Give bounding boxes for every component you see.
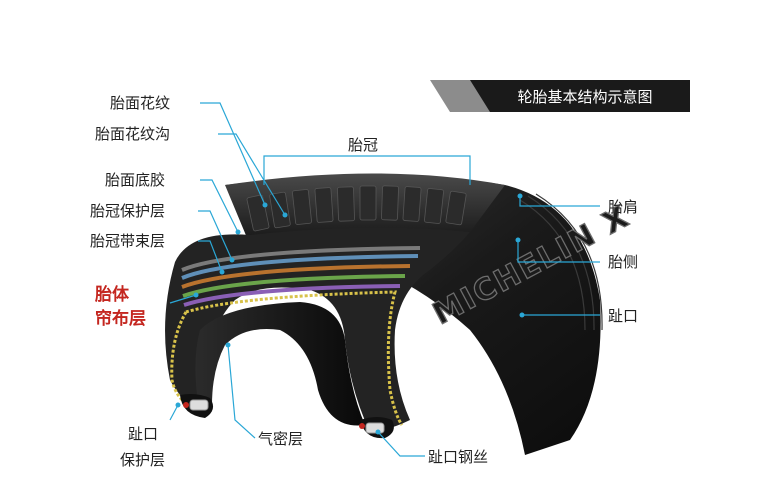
label-crown: 胎冠 [348, 136, 378, 154]
label-bead-protector-line2: 保护层 [120, 451, 165, 469]
label-carcass-line1: 胎体 [95, 284, 130, 305]
title-banner: 轮胎基本结构示意图 [430, 80, 690, 112]
bead-right [359, 417, 394, 439]
label-shoulder: 胎肩 [608, 198, 638, 216]
label-bead: 趾口 [608, 307, 638, 325]
title-text: 轮胎基本结构示意图 [517, 88, 652, 106]
label-bead-wire: 趾口钢丝 [428, 448, 488, 466]
label-tread-pattern: 胎面花纹 [110, 94, 170, 112]
inner-liner-shape [195, 302, 365, 426]
label-sidewall: 胎侧 [608, 253, 638, 271]
label-belt: 胎冠带束层 [90, 232, 165, 250]
cut-face [165, 227, 470, 432]
belt-layers [181, 246, 421, 307]
label-inner-liner: 气密层 [258, 430, 303, 448]
label-carcass-line2: 帘布层 [95, 308, 146, 329]
labels: 胎面花纹 胎面花纹沟 胎面底胶 胎冠保护层 胎冠带束层 胎体 帘布层 胎冠 胎肩… [90, 94, 638, 469]
label-cap-ply: 胎冠保护层 [90, 202, 165, 220]
bead-left [180, 394, 214, 418]
carcass-ply [185, 290, 404, 426]
sidewall-shape [225, 175, 601, 455]
leader-lines [169, 102, 600, 457]
leader-dots [175, 193, 525, 435]
label-tread-base: 胎面底胶 [105, 171, 165, 189]
label-tread-groove: 胎面花纹沟 [95, 125, 170, 143]
tread-blocks [246, 185, 467, 232]
label-bead-protector-line1: 趾口 [128, 425, 158, 443]
tire-body: MICHELIN X [165, 173, 637, 455]
